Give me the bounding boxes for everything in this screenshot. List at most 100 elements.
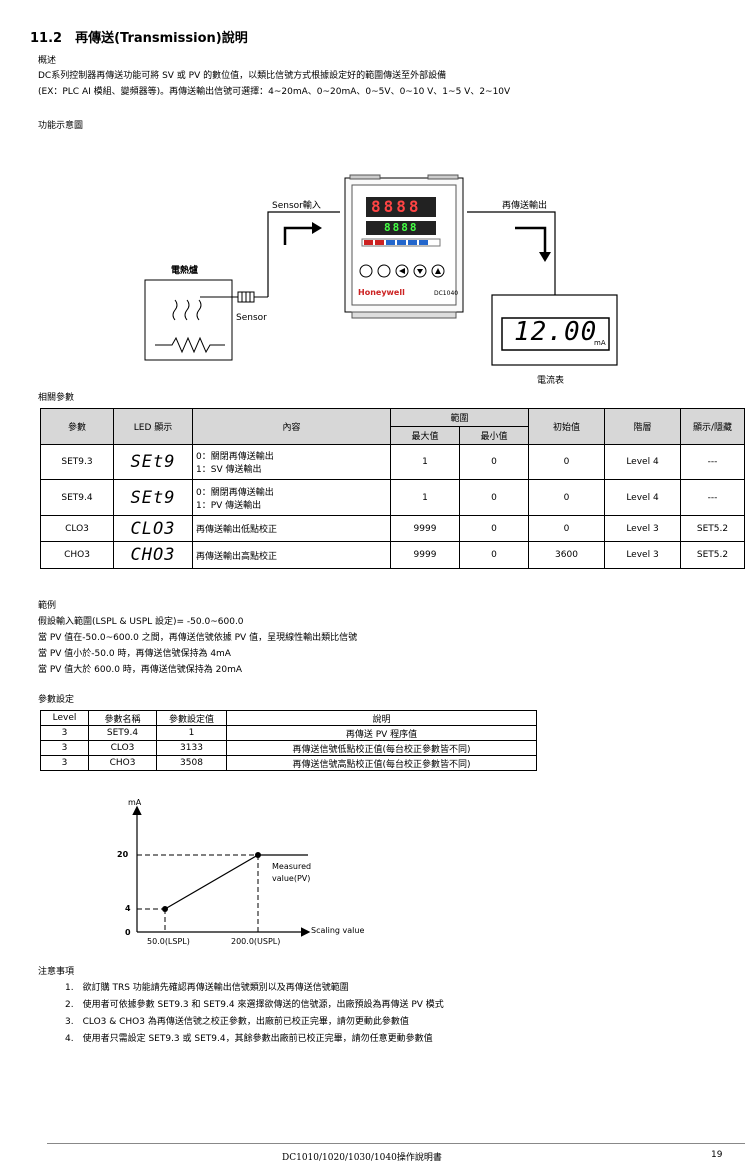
cell-max: 1 [390,479,460,516]
cell-init: 0 [528,479,605,516]
y-tick-4: 4 [125,904,131,913]
cell-desc: 再傳送信號低點校正值(每台校正參數皆不同) [226,740,537,756]
th-name: 參數名稱 [88,710,157,726]
settings-table: Level 參數名稱 參數設定值 說明 3 SET9.4 1 再傳送 PV 程序… [40,710,537,771]
set-key-icon [359,264,373,278]
params-heading: 相關參數 [38,393,75,403]
th-init: 初始值 [528,408,605,445]
notes-heading: 注意事項 [38,967,75,977]
cell-level: Level 3 [604,515,681,542]
cell-param: CLO3 [40,515,114,542]
cell-level: Level 4 [604,444,681,480]
cell-min: 0 [459,515,529,542]
y-axis-unit: mA [128,798,142,807]
note-item: 1. 欲訂購 TRS 功能請先確認再傳送輸出信號類別以及再傳送信號範圍 [65,983,349,993]
x-axis-label: Scaling value [311,926,365,935]
cell-level: Level 4 [604,479,681,516]
retrans-output-line [467,211,556,295]
cell-display: --- [680,479,745,516]
meter-label: 電流表 [537,376,565,386]
th-led: LED 顯示 [113,408,193,445]
a-m-key-icon [377,264,391,278]
section-title: 11.2 再傳送(Transmission)說明 [30,31,248,46]
y-tick-20: 20 [117,850,129,859]
cell-content: 再傳送輸出高點校正 [196,551,278,562]
function-diagram [144,174,618,366]
th-level: 階層 [604,408,681,445]
example-line: 假設輸入範圍(LSPL & USPL 設定)= -50.0~600.0 [38,617,244,627]
retrans-output-label: 再傳送輸出 [502,201,548,211]
curve-label: value(PV) [272,874,311,883]
sensor-signal-line [267,211,340,297]
cell-content: 0：關閉再傳送輸出 [196,487,274,498]
note-item: 2. 使用者可依據參數 SET9.3 和 SET9.4 來選擇欲傳送的信號源，出… [65,1000,444,1010]
cell-param: SET9.3 [40,444,114,480]
cell-min: 0 [459,541,529,569]
pv-curve [164,854,259,910]
footer-divider [47,1143,745,1144]
overview-heading: 概述 [38,56,57,66]
cell-max: 1 [390,444,460,480]
cell-content: 1：PV 傳送輸出 [196,500,262,511]
output-arrow-icon [515,226,547,252]
th-range: 範圍 [390,408,529,427]
cell-desc: 再傳送 PV 程序值 [226,725,537,741]
led-display: SEt9 [130,487,176,508]
function-diagram-heading: 功能示意圖 [38,121,84,131]
controller-sv-display: 8888 [384,221,419,234]
heat-wave-icon [184,299,190,321]
input-arrow-icon [283,226,312,245]
led-display: CHO3 [130,545,176,565]
note-item: 4. 使用者只需設定 SET9.3 或 SET9.4，其餘參數出廠前已校正完畢，… [65,1034,433,1044]
resistor-icon [155,336,225,354]
page-number: 19 [711,1150,723,1160]
cell-level: 3 [40,740,89,756]
curve-label: Measured [272,862,312,871]
footer-doc-title: DC1010/1020/1030/1040操作說明書 [282,1153,442,1163]
heat-wave-icon [196,299,202,321]
sensor-label: Sensor [236,313,267,323]
curve-point-low [162,906,168,912]
th-max: 最大值 [390,426,460,445]
example-line: 當 PV 值大於 600.0 時，再傳送信號保持為 20mA [38,665,243,675]
controller-model: DC1040 [434,290,459,297]
cell-content: 0：關閉再傳送輸出 [196,452,274,462]
heater-box [144,279,233,361]
cell-name: CLO3 [88,740,157,756]
cell-max: 9999 [390,541,460,569]
cell-param: SET9.4 [40,479,114,516]
led-display: CLO3 [130,518,176,539]
x-tick-uspl: 200.0(USPL) [231,937,281,946]
table-row: 3 CHO3 3508 再傳送信號高點校正值(每台校正參數皆不同) [40,755,537,771]
cell-name: CHO3 [88,755,157,771]
sensor-input-label: Sensor輸入 [272,201,321,211]
th-display: 顯示/隱藏 [680,408,745,445]
cell-value: 1 [156,725,227,741]
cell-name: SET9.4 [88,725,157,741]
cell-display: --- [680,444,745,480]
th-desc: 說明 [226,710,537,726]
heater-label: 電熱爐 [171,266,199,276]
example-line: 當 PV 值在-50.0~600.0 之間，再傳送信號依據 PV 值，呈現線性輸… [38,633,358,643]
cell-value: 3508 [156,755,227,771]
table-row: 3 SET9.4 1 再傳送 PV 程序值 [40,725,537,741]
settings-heading: 參數設定 [38,695,75,705]
th-value: 參數設定值 [156,710,227,726]
cell-level: 3 [40,755,89,771]
x-tick-lspl: 50.0(LSPL) [147,937,190,946]
cell-init: 3600 [528,541,605,569]
cell-min: 0 [459,479,529,516]
cell-min: 0 [459,444,529,480]
cell-param: CHO3 [40,541,114,569]
controller-pv-display: 8888 [371,197,422,216]
table-row: SET9.4 SEt9 0：關閉再傳送輸出 1：PV 傳送輸出 1 0 0 Lev… [40,479,745,516]
th-content: 內容 [192,408,391,445]
cell-level: Level 3 [604,541,681,569]
cell-level: 3 [40,725,89,741]
example-heading: 範例 [38,601,57,611]
cell-display: SET5.2 [680,541,745,569]
table-row: CLO3 CLO3 再傳送輸出低點校正 9999 0 0 Level 3 SET… [40,515,745,542]
example-line: 當 PV 值小於-50.0 時，再傳送信號保持為 4mA [38,649,231,659]
cell-display: SET5.2 [680,515,745,542]
